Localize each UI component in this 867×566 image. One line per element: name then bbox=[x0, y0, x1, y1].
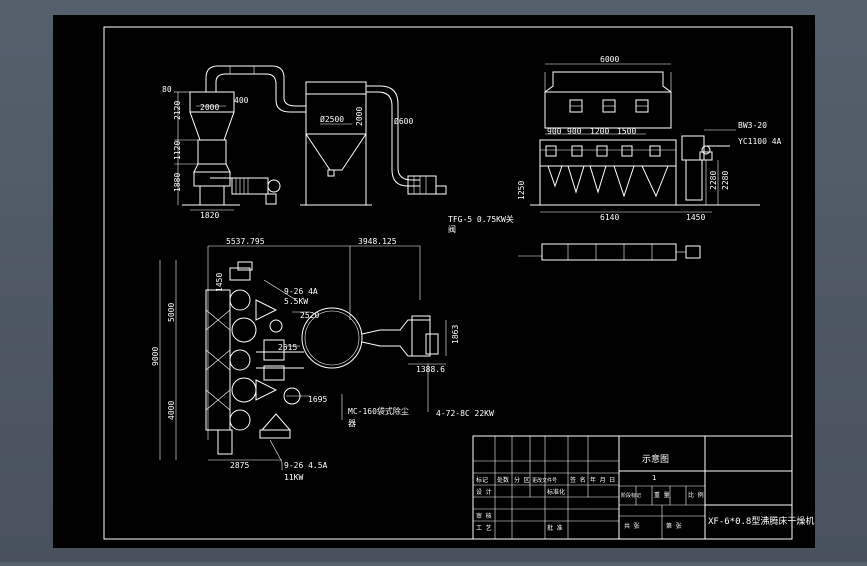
dim-5537: 5537.795 bbox=[226, 237, 265, 246]
dim-1880: 1880 bbox=[173, 173, 182, 192]
dim-400: 400 bbox=[234, 96, 249, 105]
dim-2000b: 2000 bbox=[355, 107, 364, 126]
dim-9000: 9000 bbox=[151, 347, 160, 366]
label-bw3-20: BW3-20 bbox=[738, 121, 767, 130]
dim-6000: 6000 bbox=[600, 55, 619, 64]
dim-2520: 2520 bbox=[300, 311, 319, 320]
tb-process: 工 艺 bbox=[476, 524, 492, 532]
label-yc1100: YC1100 4A bbox=[738, 137, 782, 146]
tb-stage: 阶段标记 bbox=[621, 492, 641, 499]
plan-right-small bbox=[518, 243, 701, 261]
label-valve: 阀 bbox=[448, 225, 456, 234]
dim-1250: 1250 bbox=[517, 181, 526, 200]
dim-2515: 2515 bbox=[278, 343, 297, 352]
label-fan-5-5kw: 5.5KW bbox=[284, 297, 308, 306]
tb-scale-value: 1 bbox=[652, 474, 656, 482]
dim-900a: 900 bbox=[547, 127, 562, 136]
tb-standard: 标准化 bbox=[547, 488, 565, 496]
drawing-frame bbox=[103, 26, 793, 540]
dim-1500: 1500 bbox=[617, 127, 636, 136]
dim-2120: 2120 bbox=[173, 101, 182, 120]
dim-1450v: 1450 bbox=[215, 273, 224, 292]
elevation-left bbox=[174, 65, 447, 211]
tb-approve: 批 准 bbox=[547, 524, 563, 532]
dim-600: Ø600 bbox=[394, 116, 413, 126]
dim-4000: 4000 bbox=[167, 401, 176, 420]
label-fan-4-72: 4-72-8C 22KW bbox=[436, 409, 494, 418]
label-mc160: MC-160袋式除尘 bbox=[348, 406, 409, 416]
title-block-title: 示意图 bbox=[642, 453, 669, 465]
dim-80: 80 bbox=[162, 85, 172, 94]
dim-2500: Ø2500 bbox=[320, 114, 344, 124]
dim-2280b: 2280 bbox=[721, 171, 730, 190]
dim-6140: 6140 bbox=[600, 213, 619, 222]
tb-change-doc: 更改文件号 bbox=[532, 477, 557, 484]
dim-5000: 5000 bbox=[167, 303, 176, 322]
tb-signature: 签 名 bbox=[570, 476, 586, 484]
label-fan-9-26-45a: 9-26 4.5A bbox=[284, 461, 328, 470]
tb-sheets-total: 共 张 bbox=[624, 522, 640, 530]
title-block-drawing-name: XF-6*0.8型沸腾床干燥机 bbox=[708, 515, 814, 527]
dim-3948: 3948.125 bbox=[358, 237, 397, 246]
dim-1863: 1863 bbox=[451, 325, 460, 344]
title-block bbox=[472, 435, 793, 540]
tb-review: 审 核 bbox=[476, 512, 492, 520]
tb-design: 设 计 bbox=[476, 488, 492, 496]
label-tfg5: TFG-5 0.75KW关 bbox=[448, 214, 514, 224]
tb-count: 处数 bbox=[497, 476, 509, 484]
dim-900b: 900 bbox=[567, 127, 582, 136]
tb-sheet-no: 第 张 bbox=[666, 522, 682, 530]
dim-1200: 1200 bbox=[590, 127, 609, 136]
tb-date: 年 月 日 bbox=[590, 476, 615, 484]
tb-scale: 比 例 bbox=[688, 491, 704, 499]
label-mc160-b: 器 bbox=[348, 419, 356, 428]
label-fan-11kw: 11KW bbox=[284, 473, 303, 482]
dim-2280: 2280 bbox=[709, 171, 718, 190]
dim-2875: 2875 bbox=[230, 461, 249, 470]
tb-mark: 标记 bbox=[476, 476, 488, 484]
drawing-sheet bbox=[53, 15, 815, 548]
dim-1695: 1695 bbox=[308, 395, 327, 404]
dim-1820: 1820 bbox=[200, 211, 219, 220]
tb-weight: 重 量 bbox=[654, 491, 670, 499]
elevation-right bbox=[530, 63, 760, 213]
dim-1120: 1120 bbox=[173, 141, 182, 160]
tb-zone: 分 区 bbox=[514, 476, 530, 484]
dim-1450: 1450 bbox=[686, 213, 705, 222]
plan-view bbox=[159, 245, 447, 470]
label-fan-9-26-4a: 9-26 4A bbox=[284, 287, 318, 296]
dim-1388: 1388.6 bbox=[416, 365, 445, 374]
dim-2000: 2000 bbox=[200, 103, 219, 112]
